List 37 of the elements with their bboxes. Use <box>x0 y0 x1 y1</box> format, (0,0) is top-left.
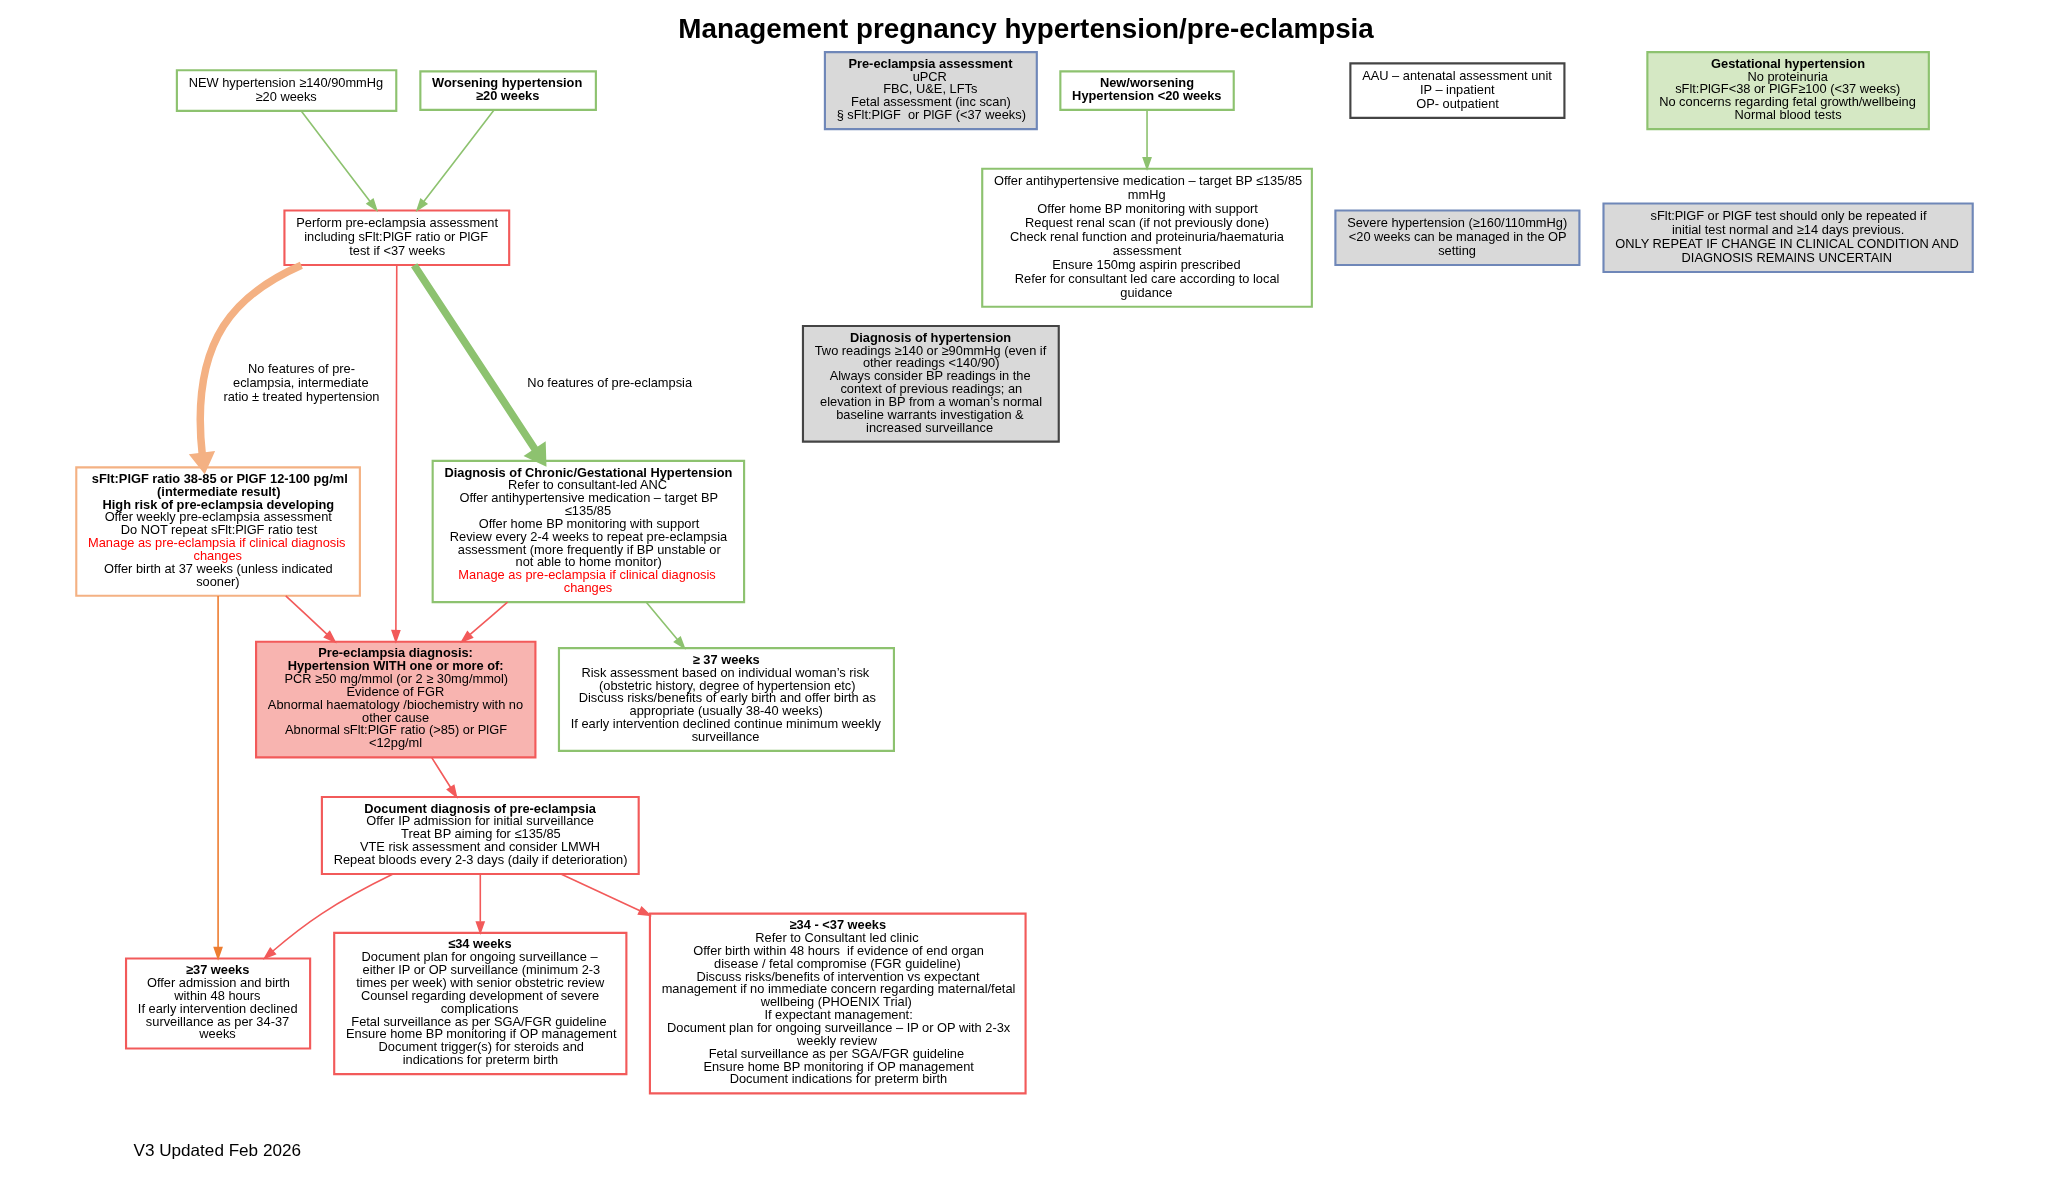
arrow <box>459 601 509 644</box>
node-box: AAU – antenatal assessment unit IP – inpatient OP- outpatient <box>1349 62 1566 119</box>
node-box: Perform pre-eclampsia assessment including sFlt:PlGF ratio or PlGF test if <37 weeks <box>283 209 511 267</box>
node-box: New/worsening Hypertension <20 weeks <box>1059 70 1235 111</box>
node-box: Diagnosis of Chronic/Gestational Hypertension Refer to consultant-led ANC Offer antihypertensive medication – target BP ≤135/85 Offer home BP monitoring with support Review every 2-4 weeks to repeat pre-eclampsia assessment (more frequently if BP unstable or not able to home monitor) Manage as pre-eclampsia if clinical diagnosis changes <box>431 459 746 604</box>
label: V3 Updated Feb 2026 <box>133 1141 301 1161</box>
arrow <box>284 595 337 644</box>
edge-label: No features of pre-eclampsia <box>527 375 693 391</box>
arrow <box>415 109 495 213</box>
node-box: Pre-eclampsia diagnosis: Hypertension WITH one or more of: PCR ≥50 mg/mmol (or 2 ≥ 30mg/mmol) Evidence of FGR Abnormal haematology /biochemistry with no other cause Abnormal sFlt:PlGF ratio (>85) or PlGF <12pg/ml <box>255 640 537 759</box>
arrow <box>262 873 394 960</box>
arrow <box>213 595 223 961</box>
node-box: sFlt:PlGF or PlGF test should only be repeated if initial test normal and ≥14 days previous. ONLY REPEAT IF CHANGE IN CLINICAL CONDITION AND DIAGNOSIS REMAINS UNCERTAIN <box>1602 202 1974 274</box>
node-box: Diagnosis of hypertension Two readings ≥140 or ≥90mmHg (even if other readings <140/90) Always consider BP readings in the context of previous readings; an elevation in BP from a woman’s normal baseline warrants investigation & increased surveillance <box>801 325 1060 443</box>
arrow <box>560 873 652 917</box>
arrow <box>475 873 486 936</box>
arrow <box>391 264 401 644</box>
arrow <box>188 261 303 475</box>
diagram-title: Management pregnancy hypertension/pre-eclampsia <box>678 12 1374 44</box>
arrow <box>1142 109 1152 171</box>
node-box: sFlt:PlGF ratio 38-85 or PlGF 12-100 pg/ml (intermediate result) High risk of pre-eclampsia developing Offer weekly pre-eclampsia assessment Do NOT repeat sFlt:PlGF ratio test Manage as pre-eclampsia if clinical diagnosis changes Offer birth at 37 weeks (unless indicated sooner) <box>75 466 361 597</box>
node-box: Pre-eclampsia assessment uPCR FBC, U&E, LFTs Fetal assessment (inc scan) § sFlt:PlGF or PlGF (<37 weeks) <box>823 51 1038 131</box>
node-box: Gestational hypertension No proteinuria sFlt:PlGF<38 or PlGF≥100 (<37 weeks) No concerns regarding fetal growth/wellbeing Normal blood tests <box>1646 51 1930 131</box>
node-box: NEW hypertension ≥140/90mmHg ≥20 weeks <box>175 69 398 112</box>
node-box: ≤34 weeks Document plan for ongoing surveillance – either IP or OP surveillance (minimum 2-3 times per week) with senior obstetric review Counsel regarding development of severe complications Fetal surveillance as per SGA/FGR guideline Ensure home BP monitoring if OP management Document trigger(s) for steroids and indications for preterm birth <box>333 931 628 1076</box>
arrow <box>411 263 547 467</box>
node-box: ≥37 weeks Offer admission and birth within 48 hours If early intervention declined surveillance as per 34-37 weeks <box>125 957 312 1050</box>
node-box: ≥ 37 weeks Risk assessment based on individual woman’s risk (obstetric history, degree of hypertension etc) Discuss risks/benefits of early birth and offer birth as appropriate (usually 38-40 weeks) If early intervention declined continue minimum weekly surveillance <box>557 647 895 752</box>
arrow <box>300 110 379 212</box>
arrow <box>430 756 458 799</box>
node-box: Severe hypertension (≥160/110mmHg) <20 weeks can be managed in the OP setting <box>1334 209 1581 267</box>
arrow <box>645 601 686 650</box>
node-box: Offer antihypertensive medication – target BP ≤135/85 mmHg Offer home BP monitoring with support Request renal scan (if not previously done) Check renal function and proteinuria/haematuria assessment Ensure 150mg aspirin prescribed Refer for consultant led care according to local guidance <box>981 167 1313 308</box>
node-box: Worsening hypertension ≥20 weeks <box>419 70 597 111</box>
node-box: ≥34 - <37 weeks Refer to Consultant led clinic Offer birth within 48 hours if evidence of end organ disease / fetal compromise (FGR guideline) Discuss risks/benefits of intervention vs expectant management if no immediate concern regarding maternal/fetal wellbeing (PHOENIX Trial) If expectant management: Document plan for ongoing surveillance – IP or OP with 2-3x weekly review Fetal surveillance as per SGA/FGR guideline Ensure home BP monitoring if OP management Document indications for preterm birth <box>648 912 1027 1095</box>
edge-label: No features of pre-eclampsia, intermediate ratio ± treated hypertension <box>223 361 380 405</box>
node-box: Document diagnosis of pre-eclampsia Offer IP admission for initial surveillance Treat BP aiming for ≤135/85 VTE risk assessment and consider LMWH Repeat bloods every 2-3 days (daily if deterioration) <box>320 795 640 876</box>
